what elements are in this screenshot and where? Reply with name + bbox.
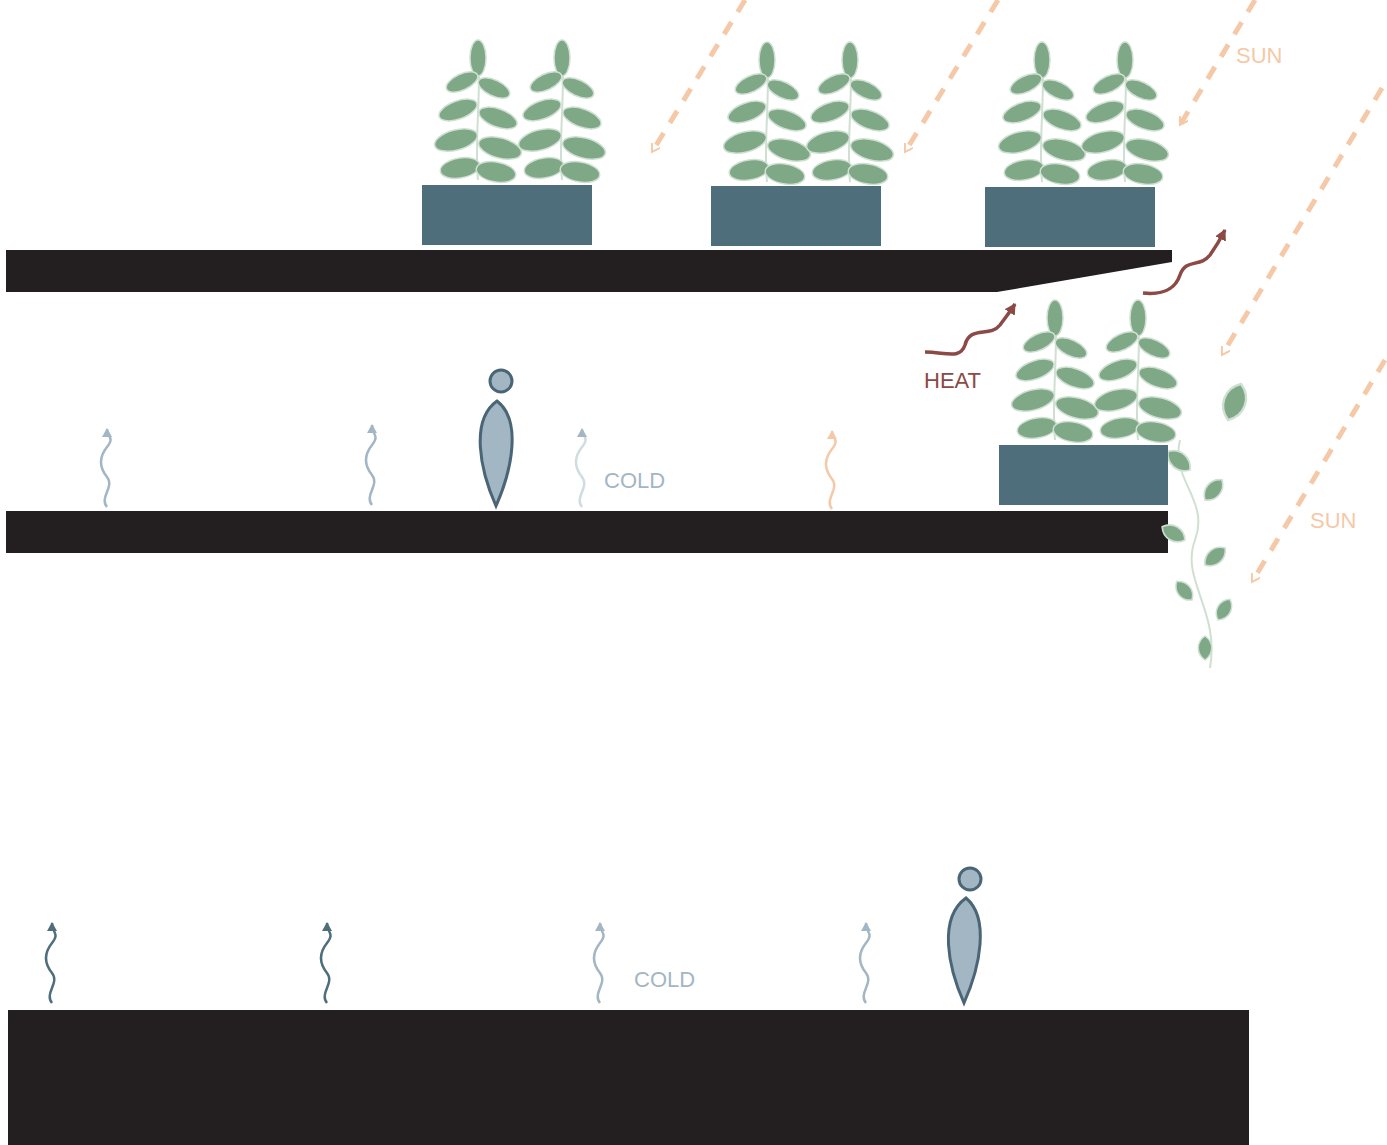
cold-squiggles bbox=[46, 425, 870, 1003]
cold-label: COLD bbox=[634, 969, 695, 991]
roof-slab bbox=[6, 250, 1172, 292]
cold-label: COLD bbox=[604, 470, 665, 492]
ground-slab bbox=[8, 1010, 1249, 1145]
trailing-vine bbox=[1158, 380, 1251, 668]
planters bbox=[422, 185, 1168, 505]
person-figures bbox=[480, 370, 981, 1003]
heat-arrows bbox=[925, 230, 1225, 354]
heat-label: HEAT bbox=[924, 370, 981, 392]
sun-label: SUN bbox=[1236, 45, 1282, 67]
sun-label: SUN bbox=[1310, 510, 1356, 532]
floor-slab bbox=[6, 511, 1168, 553]
